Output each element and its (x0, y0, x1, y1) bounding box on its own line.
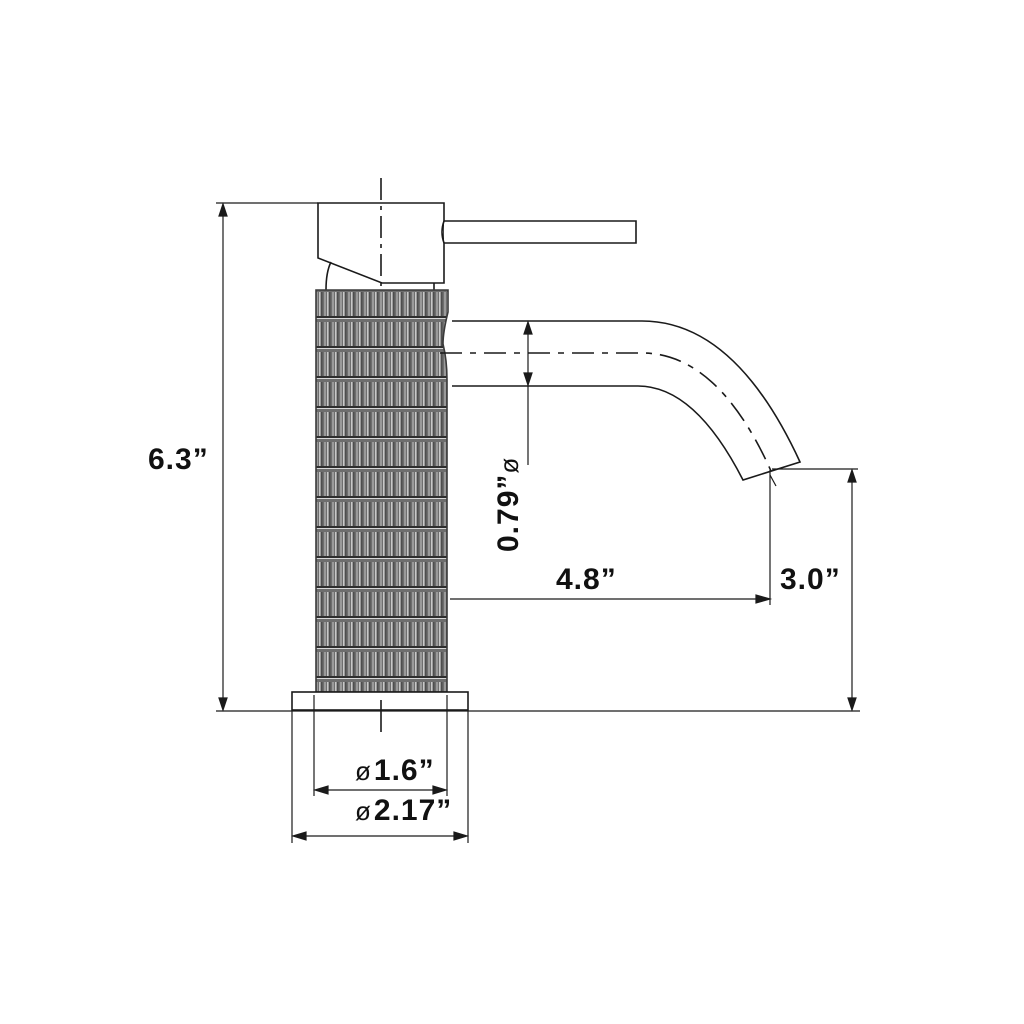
body-diameter-label: ø1.6” (355, 756, 435, 786)
dimension-spout-clearance (772, 468, 858, 712)
diameter-symbol-icon: ø (355, 796, 372, 826)
spout-reach-label: 4.8” (556, 565, 617, 595)
handle-cap (317, 202, 445, 291)
body-diameter-value: 1.6” (373, 754, 435, 787)
base-diameter-value: 2.17” (373, 794, 453, 827)
dimension-overall-height (218, 202, 228, 712)
spout-diameter-label: 0.79”ø (492, 455, 525, 552)
dimension-base-diameter (290, 711, 470, 843)
handle-lever (441, 220, 637, 244)
spout-clearance-label: 3.0” (780, 565, 841, 595)
dimension-spout-diameter (523, 320, 533, 465)
diameter-symbol-icon: ø (494, 456, 524, 474)
spout-diameter-value: 0.79” (492, 473, 525, 552)
overall-height-value: 6.3” (148, 443, 209, 476)
spout-reach-value: 4.8” (556, 563, 617, 596)
knurled-body (315, 289, 449, 693)
diameter-symbol-icon: ø (355, 756, 372, 786)
spout (440, 320, 802, 481)
overall-height-label: 6.3” (148, 445, 209, 475)
dimension-body-diameter (312, 695, 449, 796)
spout-clearance-value: 3.0” (780, 563, 841, 596)
base-plate (291, 691, 469, 732)
dimension-spout-reach (450, 470, 777, 605)
base-diameter-label: ø2.17” (355, 796, 452, 826)
